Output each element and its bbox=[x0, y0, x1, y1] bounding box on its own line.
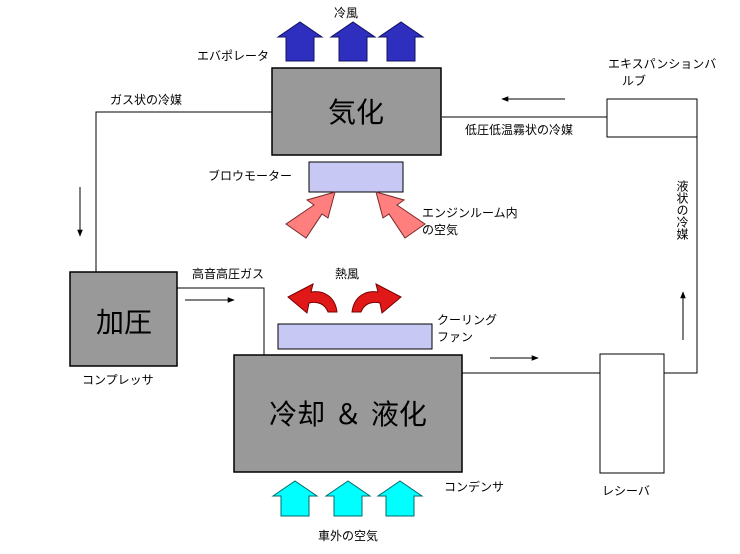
expansion-valve-box bbox=[606, 98, 698, 138]
gas-refrigerant-label: ガス状の冷媒 bbox=[110, 93, 182, 107]
compressor-label: コンプレッサ bbox=[82, 373, 154, 387]
evaporator-title: 気化 bbox=[328, 96, 384, 129]
hot-air-arrows bbox=[287, 283, 402, 314]
receiver-box bbox=[599, 353, 665, 474]
cooling-fan-box bbox=[277, 323, 433, 350]
gas-line bbox=[95, 111, 272, 272]
compressor-title: 加圧 bbox=[96, 306, 152, 339]
outside-air-label: 車外の空気 bbox=[318, 528, 378, 543]
outside-air-arrows bbox=[271, 480, 424, 517]
compressor-box bbox=[69, 271, 178, 367]
cooling-fan-label-line1: クーリング bbox=[437, 313, 497, 327]
cold-air-arrow bbox=[329, 21, 377, 62]
outside-air-arrow bbox=[324, 480, 372, 517]
engine-air-arrow bbox=[285, 191, 336, 239]
engine-room-air-label-line1: エンジンルーム内 bbox=[422, 206, 518, 220]
receiver-to-valve-line bbox=[664, 137, 698, 374]
blower-motor-box bbox=[308, 161, 404, 193]
cold-air-arrow bbox=[377, 21, 425, 62]
low-press-mist-label: 低圧低温霧状の冷媒 bbox=[465, 123, 573, 137]
evaporator-label: エバポレータ bbox=[197, 49, 269, 63]
blower-motor-label: ブロウモーター bbox=[208, 168, 292, 183]
condenser-title: 冷却 ＆ 液化 bbox=[269, 398, 427, 431]
labels: 冷風 エバポレータ ガス状の冷媒 エキスパンションバ ルブ 低圧低温霧状の冷媒 … bbox=[82, 6, 716, 543]
expansion-valve-label-line1: エキスパンションバ bbox=[608, 57, 716, 71]
cold-air-arrows bbox=[276, 21, 425, 62]
cold-air-label: 冷風 bbox=[334, 6, 358, 20]
liquid-refrigerant-label: 液状の冷媒 bbox=[675, 179, 689, 240]
outside-air-arrow bbox=[376, 480, 424, 517]
evaporator-box bbox=[271, 67, 442, 156]
condenser-box bbox=[233, 354, 463, 473]
high-temp-gas-label: 高音高圧ガス bbox=[192, 266, 264, 281]
engine-air-arrow bbox=[375, 191, 426, 239]
hot-air-arrow bbox=[351, 283, 402, 314]
cold-air-arrow bbox=[276, 21, 324, 62]
hot-air-label: 熱風 bbox=[335, 267, 359, 281]
condenser-label: コンデンサ bbox=[444, 479, 504, 494]
engine-room-air-arrows bbox=[285, 191, 426, 239]
cooling-fan-label-line2: ファン bbox=[437, 330, 473, 344]
outside-air-arrow bbox=[271, 480, 319, 517]
hot-air-arrow bbox=[287, 283, 338, 314]
flow-arrows bbox=[77, 96, 686, 361]
expansion-valve-label-line2: ルブ bbox=[622, 73, 646, 88]
receiver-label: レシーバ bbox=[602, 484, 650, 498]
engine-room-air-label-line2: の空気 bbox=[422, 222, 458, 237]
refrigerant-loop bbox=[95, 111, 698, 374]
high-gas-line bbox=[177, 287, 265, 355]
